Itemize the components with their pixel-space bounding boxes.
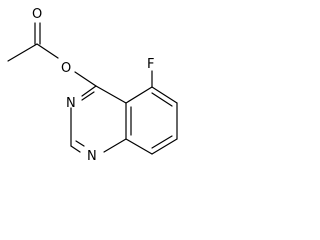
bond-c5-c6-inner	[151, 92, 173, 107]
bond-c7-c8-inner	[151, 135, 173, 149]
bond-c5-c6	[151, 86, 178, 104]
bond-c2-n1-inner	[75, 140, 85, 147]
bond-c4-n3	[81, 85, 97, 97]
bond-c7-c8	[151, 138, 178, 155]
bond-c2-n1	[70, 145, 81, 153]
bond-c4-c4a	[95, 85, 127, 104]
atom-label-nitrogen-1: N	[87, 149, 97, 164]
structure-canvas: O O F N N	[0, 0, 180, 196]
bond-carbonyl-ester-oxygen	[36, 43, 59, 59]
bond-c4a-c5	[125, 86, 153, 104]
bond-n1-c8a	[103, 138, 127, 153]
atom-label-carbonyl-oxygen: O	[32, 7, 42, 22]
bond-ester-oxygen-c4	[74, 71, 97, 87]
atom-label-fluorine: F	[147, 57, 154, 72]
bond-methyl-carbonyl	[7, 43, 38, 62]
bond-c4-n3-inner	[81, 91, 95, 101]
molecule-drawing: O O F N N	[7, 7, 178, 164]
bond-c8-c8a	[125, 138, 153, 155]
atom-label-nitrogen-3: N	[66, 96, 76, 111]
atom-label-ester-oxygen: O	[61, 61, 71, 76]
